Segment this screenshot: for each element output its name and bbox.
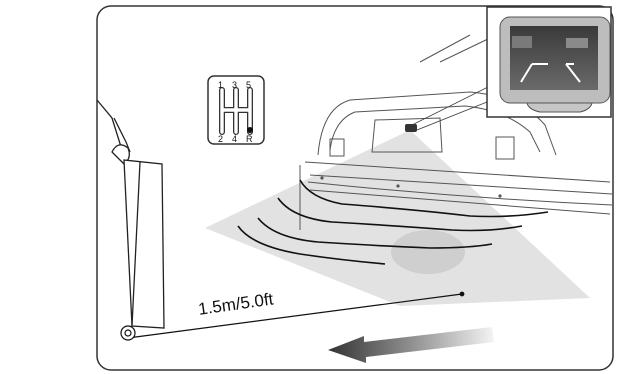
parking-sensor (498, 194, 502, 198)
gear-label: R (246, 134, 253, 144)
parking-sensor (396, 184, 400, 188)
parking-sensor (320, 176, 324, 180)
gear-label: 4 (232, 134, 237, 144)
sensor-zone (205, 130, 590, 306)
gear-label: 3 (232, 80, 237, 90)
car-rear (299, 34, 613, 230)
gear-label: 5 (246, 80, 251, 90)
sonar-arcs (237, 179, 549, 265)
reverse-arrow-icon (328, 327, 494, 363)
camera-icon (405, 124, 417, 132)
gear-label: 1 (218, 80, 223, 90)
monitor-icon (486, 6, 612, 118)
distance-line (120, 291, 465, 341)
gear-shift-icon: 1 3 5 2 4 R (207, 75, 265, 145)
person-with-board (96, 99, 165, 329)
gear-label: 2 (218, 134, 223, 144)
car-wheel-shadow (391, 230, 465, 274)
